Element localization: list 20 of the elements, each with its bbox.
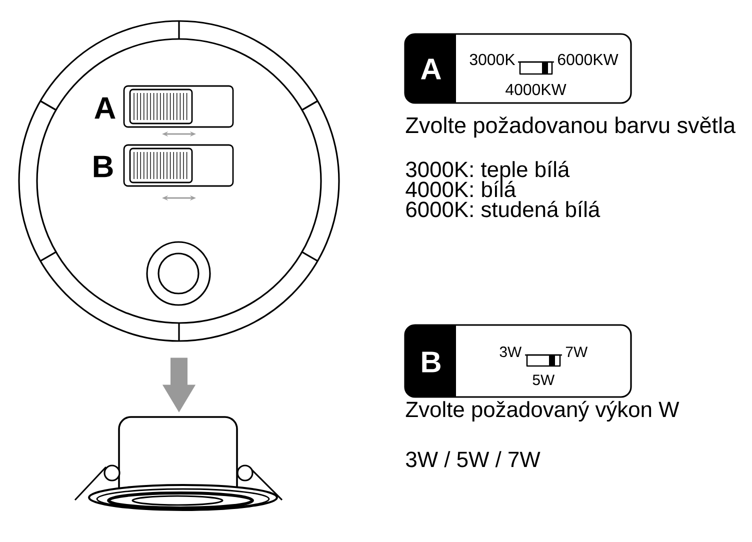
switch-letter: B (94, 156, 113, 178)
lamp-back-view (18, 20, 340, 342)
switch-letter: A (94, 97, 116, 119)
tab-letter: A (420, 58, 441, 80)
switch-label: 5W (532, 374, 555, 386)
setting-box (404, 33, 632, 104)
note-text: 3W / 5W / 7W (406, 451, 540, 468)
switch-label: 6000KW (558, 54, 618, 66)
switch-label: 3W (500, 346, 522, 358)
tab-letter: B (422, 352, 440, 372)
caption: Zvolte požadovaný výkon W (406, 400, 680, 422)
note-text: 4000K: bílá (406, 180, 516, 198)
note-text: 6000K: studená bílá (406, 200, 600, 218)
switch-label: 3000K (470, 54, 516, 66)
note-text: 3000K: teple bílá (406, 160, 570, 182)
switch-label: 4000KW (506, 84, 566, 96)
downlight-picture (74, 416, 283, 511)
switch-label: 7W (566, 346, 588, 357)
setting-box (404, 324, 632, 398)
caption: Zvolte požadovanou barvu světla (406, 116, 736, 138)
